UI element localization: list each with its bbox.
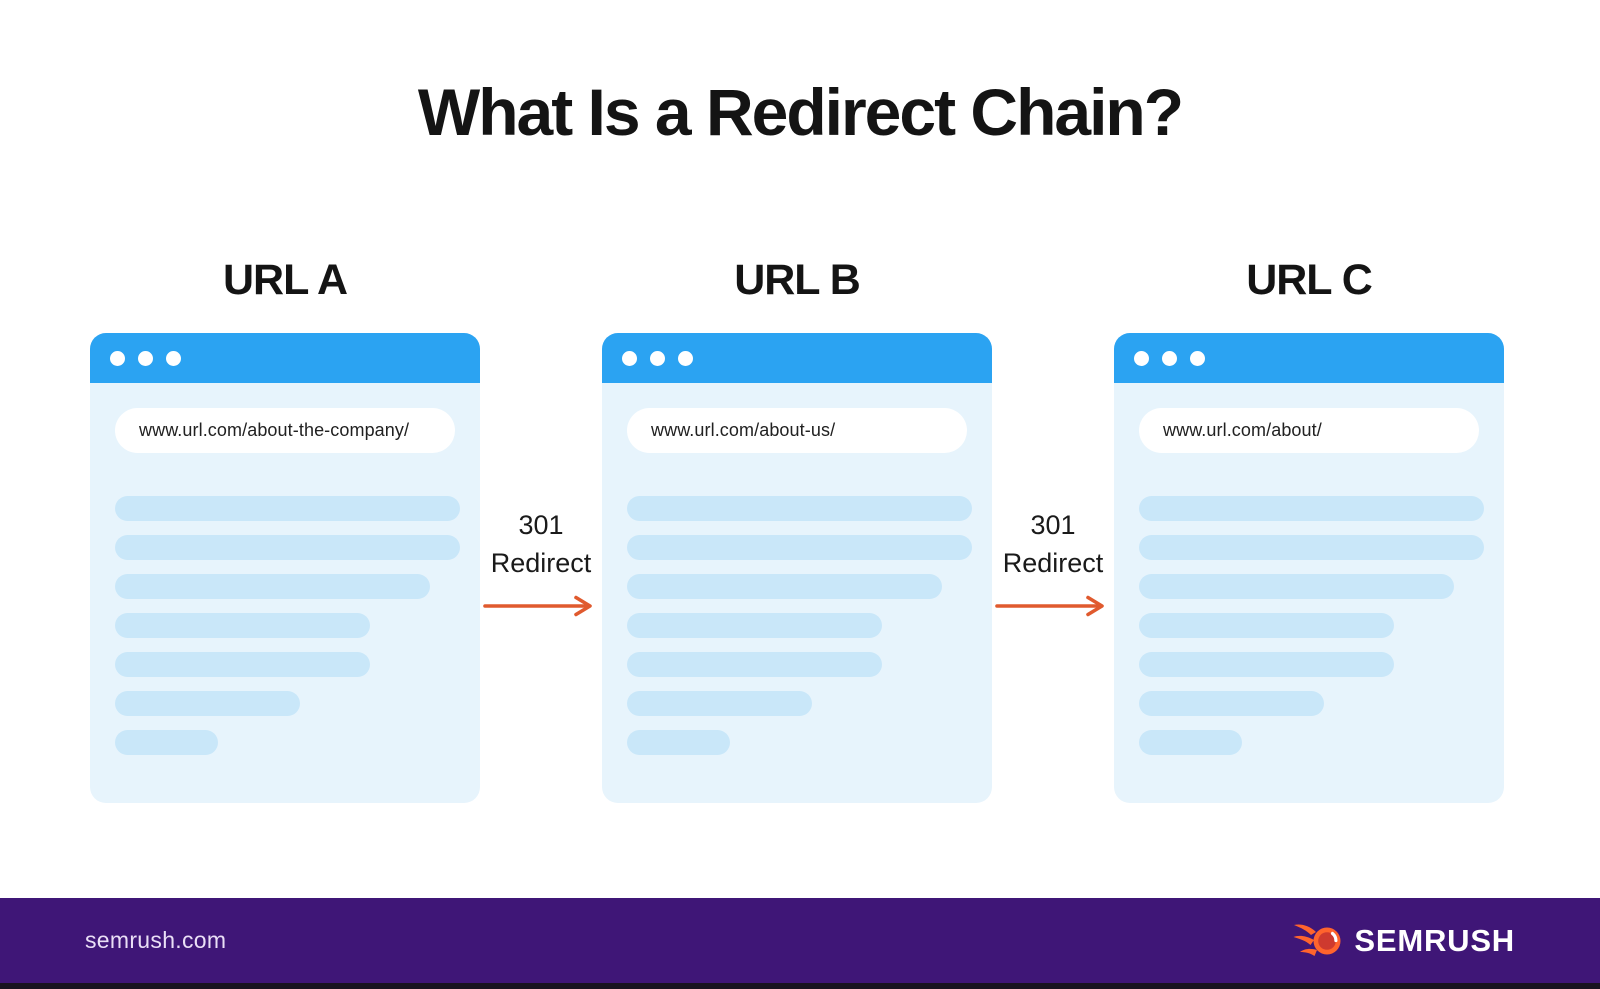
content-placeholder-line	[1139, 730, 1242, 755]
window-control-dot-icon	[1162, 350, 1177, 366]
page-title: What Is a Redirect Chain?	[417, 75, 1184, 149]
content-placeholder-line	[115, 535, 460, 560]
brand-logo: SEMRUSH	[1293, 922, 1515, 960]
content-placeholder-line	[115, 496, 460, 521]
address-bar-url: www.url.com/about-the-company/	[139, 420, 410, 440]
url-c-label: URL C	[1246, 256, 1373, 304]
window-control-dot-icon	[138, 350, 153, 366]
browser-window-c: www.url.com/about/	[1114, 333, 1504, 803]
browser-window-a: www.url.com/about-the-company/	[90, 333, 480, 803]
content-placeholder-line	[627, 496, 972, 521]
content-placeholder-line	[115, 574, 430, 599]
content-placeholder-line	[627, 652, 882, 677]
page-content-placeholder	[602, 453, 992, 755]
address-bar: www.url.com/about-us/	[627, 408, 967, 453]
content-placeholder-line	[1139, 691, 1324, 716]
window-control-dot-icon	[166, 350, 181, 366]
right-arrow-icon	[995, 595, 1104, 617]
window-control-dot-icon	[1134, 350, 1149, 366]
url-b-column: URL B www.url.com/about-us/	[602, 254, 992, 803]
content-placeholder-line	[627, 574, 942, 599]
content-placeholder-line	[1139, 496, 1484, 521]
address-bar: www.url.com/about/	[1139, 408, 1479, 453]
redirect-status-label: Redirect	[490, 548, 592, 578]
browser-titlebar	[90, 333, 480, 383]
window-control-dot-icon	[650, 350, 665, 366]
footer-website-text: semrush.com	[85, 927, 227, 953]
redirect-status-code: 301	[1030, 510, 1076, 540]
semrush-flame-icon	[1293, 923, 1341, 956]
content-placeholder-line	[115, 730, 218, 755]
page-content-placeholder	[90, 453, 480, 755]
url-b-label: URL B	[734, 256, 861, 304]
window-control-dot-icon	[622, 350, 637, 366]
address-bar-url: www.url.com/about-us/	[651, 420, 836, 440]
page-content-placeholder	[1114, 453, 1504, 755]
browser-titlebar	[602, 333, 992, 383]
url-a-label: URL A	[223, 256, 348, 304]
redirect-step-2: 301 Redirect	[992, 506, 1114, 622]
address-bar-url: www.url.com/about/	[1163, 420, 1322, 440]
content-placeholder-line	[627, 691, 812, 716]
right-arrow-icon	[483, 595, 592, 617]
footer-bottom-strip	[0, 983, 1600, 989]
content-placeholder-line	[1139, 613, 1394, 638]
content-placeholder-line	[1139, 535, 1484, 560]
content-placeholder-line	[115, 691, 300, 716]
content-placeholder-line	[1139, 574, 1454, 599]
content-placeholder-line	[627, 613, 882, 638]
browser-window-b: www.url.com/about-us/	[602, 333, 992, 803]
content-placeholder-line	[627, 730, 730, 755]
content-placeholder-line	[115, 613, 370, 638]
redirect-step-1: 301 Redirect	[480, 506, 602, 622]
content-placeholder-line	[115, 652, 370, 677]
footer-bar: semrush.com SEMRUSH	[0, 898, 1600, 983]
url-c-column: URL C www.url.com/about/	[1114, 254, 1504, 803]
url-a-column: URL A www.url.com/about-the-company/	[90, 254, 480, 803]
window-control-dot-icon	[1190, 350, 1205, 366]
redirect-status-label: Redirect	[1002, 548, 1104, 578]
content-placeholder-line	[1139, 652, 1394, 677]
browser-titlebar	[1114, 333, 1504, 383]
window-control-dot-icon	[110, 350, 125, 366]
window-control-dot-icon	[678, 350, 693, 366]
content-placeholder-line	[627, 535, 972, 560]
brand-wordmark: SEMRUSH	[1354, 922, 1515, 958]
redirect-status-code: 301	[518, 510, 564, 540]
address-bar: www.url.com/about-the-company/	[115, 408, 455, 453]
